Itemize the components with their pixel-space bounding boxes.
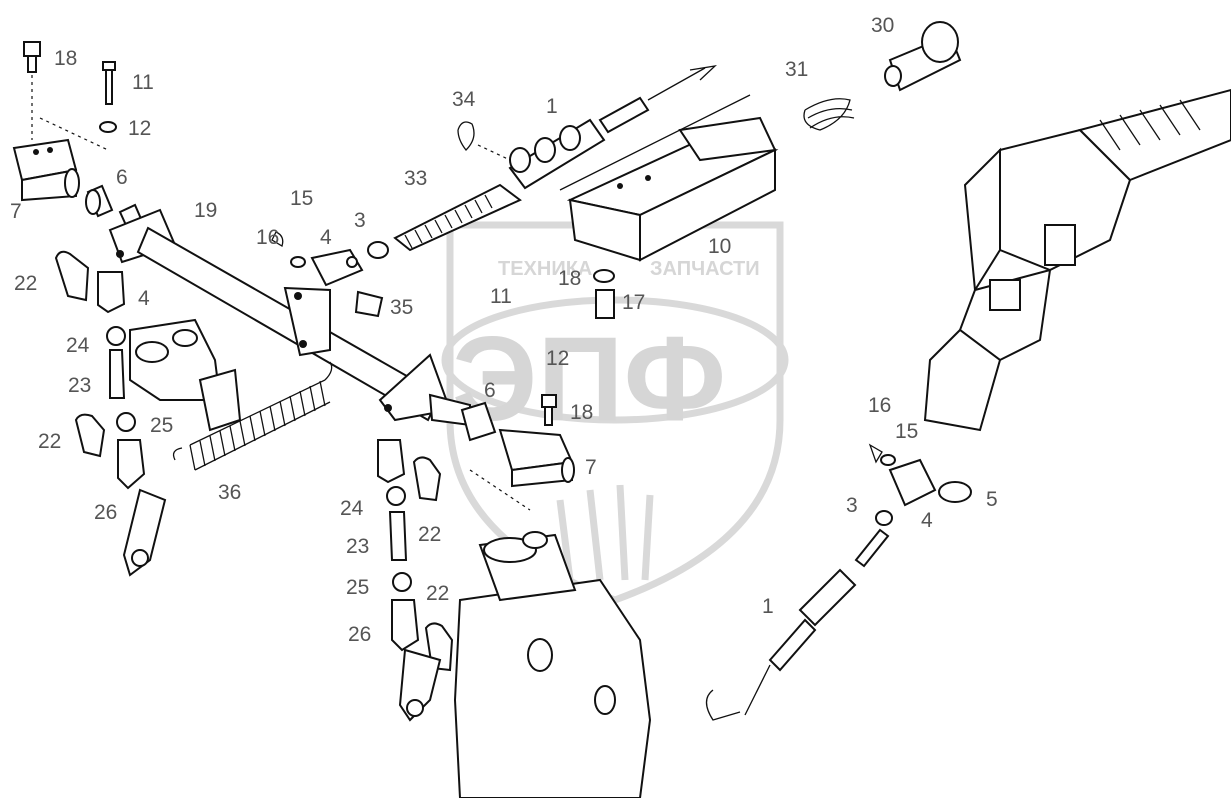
callout-17-left: 7 [10, 200, 22, 223]
callout-6-top: 15 [290, 187, 313, 210]
callout-22-d: 22 [426, 582, 449, 605]
callout-25-center: 25 [346, 576, 369, 599]
callout-4-right: 4 [921, 509, 933, 532]
callout-24-center: 24 [340, 497, 364, 520]
callout-16-center: 6 [484, 379, 496, 402]
callout-10: 10 [708, 235, 731, 258]
callout-18-center: 18 [570, 401, 593, 424]
callout-30: 30 [871, 14, 894, 37]
callout-25-left: 25 [150, 414, 173, 437]
rod-end-right [460, 394, 575, 488]
callout-31: 31 [785, 58, 808, 81]
spring-cap [803, 21, 962, 131]
left-linkage [54, 250, 167, 577]
center-linkage [377, 439, 454, 722]
callout-7-top: 16 [256, 226, 279, 249]
callout-22-b: 22 [38, 430, 61, 453]
callout-3-right: 3 [846, 494, 858, 517]
callout-15: 19 [194, 199, 217, 222]
watermark-top-right: ЗАПЧАСТИ [650, 258, 760, 280]
callout-23-left: 23 [68, 374, 91, 397]
watermark-letters: ЭПФ [452, 312, 726, 446]
callout-11: 17 [622, 291, 645, 314]
callout-22-c: 22 [418, 523, 441, 546]
callout-4-top: 4 [320, 226, 332, 249]
callout-4-left: 4 [138, 287, 150, 310]
callout-labels: 18 11 12 6 7 19 22 4 24 23 25 22 36 26 1… [10, 14, 998, 646]
callout-20-center: 12 [546, 347, 569, 370]
pump-left [129, 318, 242, 432]
bracket-10 [559, 94, 779, 319]
callout-1-right: 1 [762, 595, 774, 618]
rod-end-left [12, 41, 117, 202]
callout-5-right: 5 [986, 488, 998, 511]
callout-19-top: 11 [132, 71, 154, 94]
pedal-housing [923, 88, 1231, 432]
callout-12: 18 [558, 267, 581, 290]
callout-26-left: 26 [94, 501, 117, 524]
callout-6-right: 15 [895, 420, 918, 443]
callout-23-center: 23 [346, 535, 369, 558]
watermark-top-left: ТЕХНИКА [498, 258, 592, 280]
pump-center [453, 469, 652, 798]
callout-20-top: 12 [128, 117, 151, 140]
cable-right [705, 443, 972, 721]
spring-36 [172, 361, 333, 471]
callout-33: 33 [404, 167, 427, 190]
callout-18-top: 18 [54, 47, 77, 70]
callout-26-center: 26 [348, 623, 371, 646]
callout-7-right: 16 [868, 394, 891, 417]
callout-19-center: 11 [490, 285, 512, 308]
callout-22-a: 22 [14, 272, 37, 295]
watermark-shield: ТЕХНИКА ЗАПЧАСТИ ЭПФ [441, 221, 789, 604]
callout-24-left: 24 [66, 334, 90, 357]
callout-34: 34 [452, 88, 476, 111]
callout-36: 36 [218, 481, 241, 504]
fork-top [271, 231, 389, 318]
callout-1-top: 1 [546, 95, 558, 118]
cable-assembly [393, 65, 718, 252]
callout-35: 35 [390, 296, 413, 319]
callout-3-top: 3 [354, 209, 366, 232]
callout-17-center: 7 [585, 456, 597, 479]
callout-16-left: 6 [116, 166, 128, 189]
